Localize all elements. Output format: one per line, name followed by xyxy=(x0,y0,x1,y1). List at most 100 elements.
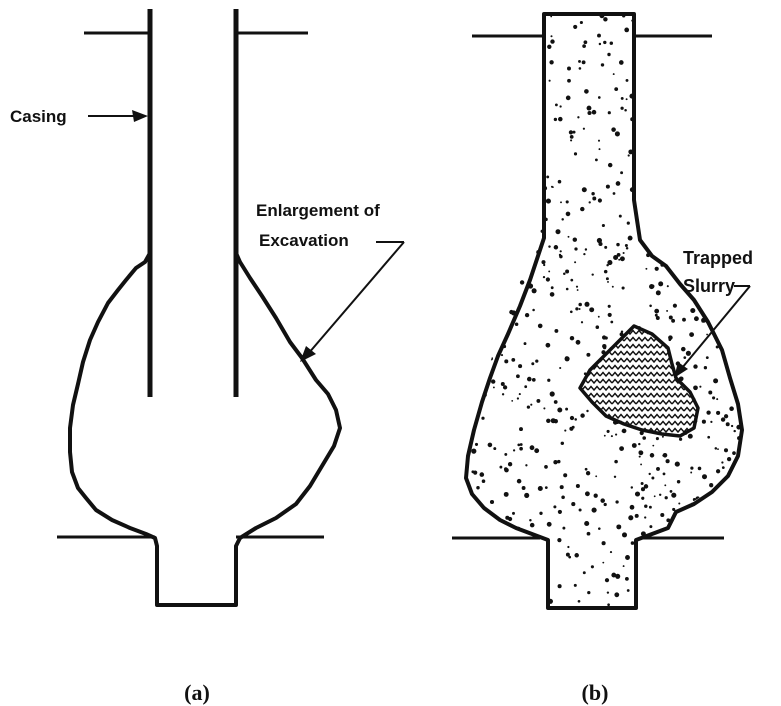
aggregate-speck xyxy=(627,589,630,592)
aggregate-speck xyxy=(567,79,571,83)
aggregate-speck xyxy=(673,105,678,110)
aggregate-speck xyxy=(577,289,579,291)
aggregate-speck xyxy=(488,443,493,448)
casing-arrowhead xyxy=(132,110,148,122)
aggregate-speck xyxy=(551,418,556,423)
aggregate-speck xyxy=(460,37,464,41)
aggregate-speck xyxy=(657,14,662,19)
aggregate-speck xyxy=(734,430,736,432)
aggregate-speck xyxy=(713,527,715,529)
aggregate-speck xyxy=(702,79,705,82)
aggregate-speck xyxy=(732,516,737,521)
aggregate-speck xyxy=(704,366,707,369)
aggregate-speck xyxy=(482,479,486,483)
aggregate-speck xyxy=(570,135,574,139)
aggregate-speck xyxy=(602,335,606,339)
aggregate-speck xyxy=(644,179,649,184)
aggregate-speck xyxy=(573,237,577,241)
aggregate-speck xyxy=(656,290,661,295)
aggregate-speck xyxy=(713,96,716,99)
aggregate-speck xyxy=(733,591,735,593)
aggregate-speck xyxy=(709,235,713,239)
aggregate-speck xyxy=(470,94,472,96)
aggregate-speck xyxy=(668,214,673,219)
aggregate-speck xyxy=(652,445,654,447)
aggregate-speck xyxy=(640,463,642,465)
aggregate-speck xyxy=(554,118,557,121)
aggregate-speck xyxy=(536,122,541,127)
aggregate-speck xyxy=(694,187,698,191)
aggregate-speck xyxy=(639,456,641,458)
aggregate-speck xyxy=(550,39,554,43)
aggregate-speck xyxy=(735,36,737,38)
aggregate-speck xyxy=(567,546,569,548)
aggregate-speck xyxy=(578,303,582,307)
aggregate-speck xyxy=(656,437,659,440)
aggregate-speck xyxy=(568,556,571,559)
aggregate-speck xyxy=(747,35,749,37)
aggregate-speck xyxy=(738,240,742,244)
aggregate-speck xyxy=(502,393,504,395)
aggregate-speck xyxy=(731,48,734,51)
aggregate-speck xyxy=(564,430,566,432)
aggregate-speck xyxy=(612,286,614,288)
aggregate-speck xyxy=(507,231,510,234)
aggregate-speck xyxy=(736,137,741,142)
aggregate-speck xyxy=(528,94,533,99)
aggregate-speck xyxy=(534,448,539,453)
aggregate-speck xyxy=(582,60,586,64)
aggregate-speck xyxy=(532,309,535,312)
aggregate-speck xyxy=(504,492,509,497)
aggregate-speck xyxy=(509,209,512,212)
aggregate-speck xyxy=(483,70,486,73)
aggregate-speck xyxy=(660,513,664,517)
aggregate-speck xyxy=(559,105,561,107)
aggregate-speck xyxy=(695,70,697,72)
aggregate-speck xyxy=(731,425,733,427)
aggregate-speck xyxy=(554,400,558,404)
aggregate-speck xyxy=(711,563,714,566)
aggregate-speck xyxy=(530,523,535,528)
aggregate-speck xyxy=(587,106,592,111)
aggregate-speck xyxy=(471,167,475,171)
aggregate-speck xyxy=(470,180,472,182)
aggregate-speck xyxy=(641,497,644,500)
aggregate-speck xyxy=(458,510,463,515)
aggregate-speck xyxy=(607,281,609,283)
aggregate-speck xyxy=(747,126,750,129)
trapped-slurry-label-line1: Trapped xyxy=(683,248,753,268)
aggregate-speck xyxy=(471,506,476,511)
aggregate-speck xyxy=(598,242,602,246)
aggregate-speck xyxy=(723,554,727,558)
aggregate-speck xyxy=(642,98,645,101)
aggregate-speck xyxy=(707,51,709,53)
aggregate-speck xyxy=(466,190,470,194)
aggregate-speck xyxy=(504,359,508,363)
aggregate-speck xyxy=(685,514,687,516)
aggregate-speck xyxy=(501,382,505,386)
aggregate-speck xyxy=(519,52,523,56)
aggregate-speck xyxy=(493,267,495,269)
aggregate-speck xyxy=(473,363,477,367)
aggregate-speck xyxy=(516,157,519,160)
aggregate-speck xyxy=(747,57,750,60)
aggregate-speck xyxy=(511,231,515,235)
aggregate-speck xyxy=(708,557,712,561)
aggregate-speck xyxy=(642,436,646,440)
aggregate-speck xyxy=(711,173,715,177)
aggregate-speck xyxy=(509,155,511,157)
aggregate-speck xyxy=(490,64,492,66)
aggregate-speck xyxy=(598,96,601,99)
aggregate-speck xyxy=(565,356,570,361)
aggregate-speck xyxy=(566,200,569,203)
aggregate-speck xyxy=(716,411,720,415)
aggregate-speck xyxy=(679,438,682,441)
aggregate-speck xyxy=(498,82,501,85)
aggregate-speck xyxy=(558,117,563,122)
aggregate-speck xyxy=(606,185,610,189)
aggregate-speck xyxy=(462,161,464,163)
aggregate-speck xyxy=(463,136,467,140)
aggregate-speck xyxy=(535,218,539,222)
aggregate-speck xyxy=(529,149,533,153)
aggregate-speck xyxy=(531,145,535,149)
